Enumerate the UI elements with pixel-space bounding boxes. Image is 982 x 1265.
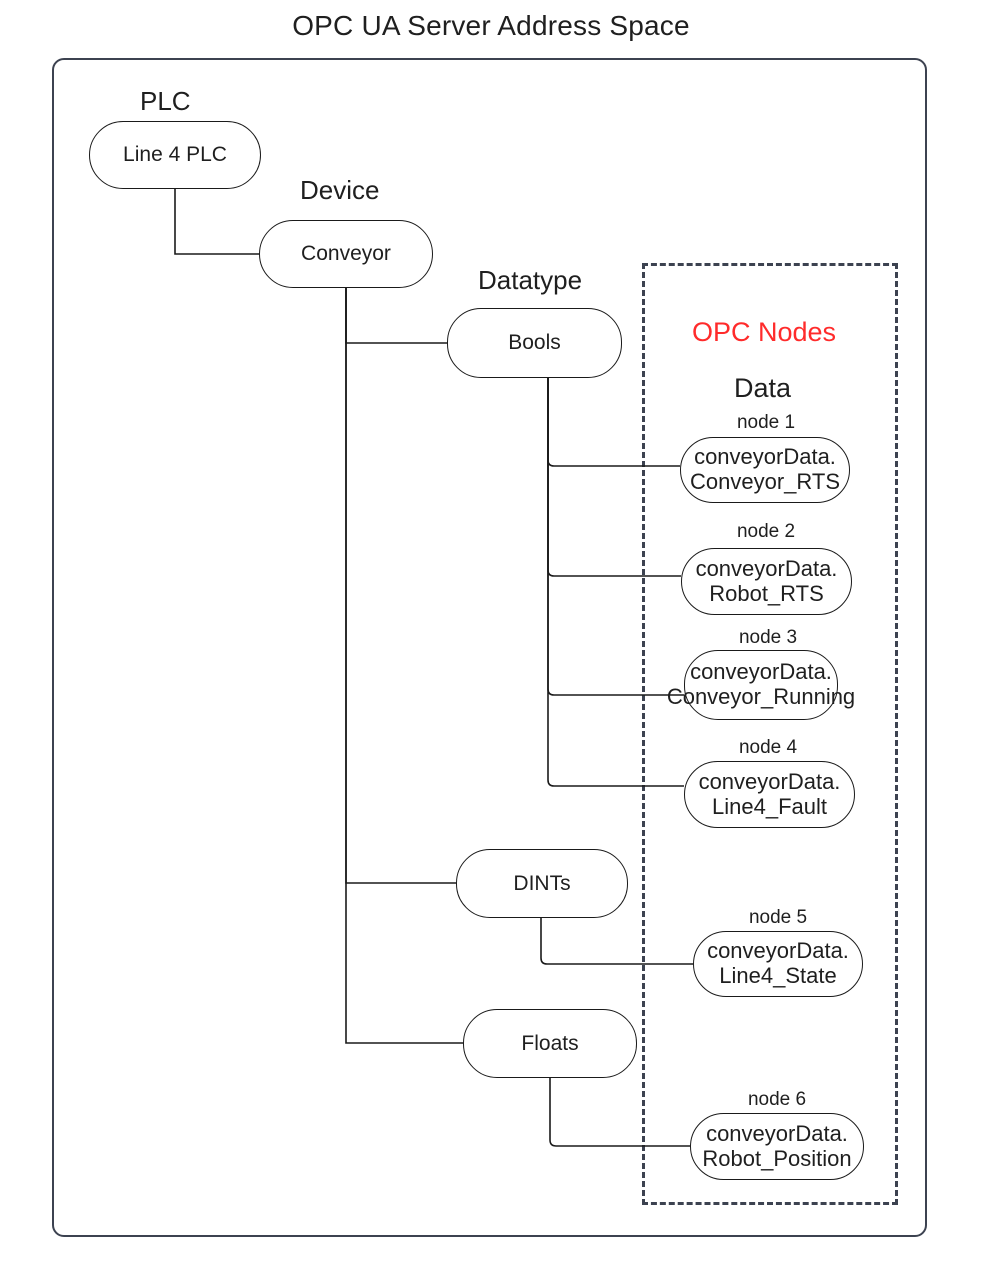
tree-node-dints[interactable]: DINTs bbox=[456, 849, 628, 918]
opc-node-tag: Conveyor_RTS bbox=[690, 469, 840, 494]
tree-node-label: DINTs bbox=[513, 871, 571, 895]
group-label-device: Device bbox=[300, 175, 380, 205]
opc-node-4[interactable]: conveyorData.Line4_Fault bbox=[684, 761, 855, 828]
address-space-frame bbox=[52, 58, 927, 1237]
opc-node-3[interactable]: conveyorData.Conveyor_Running bbox=[667, 650, 855, 720]
opc-node-prefix: conveyorData. bbox=[706, 1120, 848, 1146]
opc-node-caption-5: node 5 bbox=[748, 907, 808, 928]
opc-node-tag: Robot_RTS bbox=[709, 580, 824, 606]
tree-node-label: Bools bbox=[508, 331, 561, 355]
tree-node-label: Conveyor bbox=[301, 242, 391, 266]
group-label-plc: PLC bbox=[140, 86, 191, 116]
opc-node-text: conveyorData.Line4_Fault bbox=[698, 768, 841, 819]
opc-node-prefix: conveyorData. bbox=[707, 938, 849, 964]
opc-node-text: conveyorData.Robot_Position bbox=[702, 1120, 852, 1171]
opc-node-caption-3: node 3 bbox=[738, 627, 798, 648]
opc-node-5[interactable]: conveyorData.Line4_State bbox=[693, 931, 863, 997]
opc-node-1[interactable]: conveyorData.Conveyor_RTS bbox=[680, 437, 850, 503]
opc-node-text: conveyorData.Robot_RTS bbox=[695, 555, 838, 606]
tree-node-bools[interactable]: Bools bbox=[447, 308, 622, 378]
opc-nodes-heading: OPC Nodes bbox=[692, 317, 837, 347]
opc-node-caption-6: node 6 bbox=[747, 1089, 807, 1110]
opc-node-text: conveyorData.Conveyor_Running bbox=[667, 660, 855, 709]
opc-node-prefix: conveyorData. bbox=[690, 659, 832, 685]
page-title: OPC UA Server Address Space bbox=[292, 10, 690, 41]
opc-node-tag: Conveyor_Running bbox=[666, 684, 856, 709]
opc-node-prefix: conveyorData. bbox=[694, 444, 836, 470]
opc-node-caption-1: node 1 bbox=[736, 412, 796, 433]
opc-node-tag: Robot_Position bbox=[702, 1145, 852, 1171]
opc-node-caption-4: node 4 bbox=[738, 737, 798, 758]
opc-node-text: conveyorData.Conveyor_RTS bbox=[690, 445, 840, 494]
opc-node-text: conveyorData.Line4_State bbox=[707, 939, 849, 988]
opc-node-tag: Line4_State bbox=[719, 963, 837, 988]
opc-node-2[interactable]: conveyorData.Robot_RTS bbox=[681, 548, 852, 615]
tree-node-label: Line 4 PLC bbox=[123, 143, 227, 167]
tree-node-label: Floats bbox=[521, 1031, 579, 1055]
opc-node-caption-2: node 2 bbox=[736, 521, 796, 542]
data-heading: Data bbox=[734, 373, 792, 403]
opc-node-prefix: conveyorData. bbox=[698, 768, 841, 794]
group-label-datatype: Datatype bbox=[478, 265, 583, 295]
opc-node-tag: Line4_Fault bbox=[712, 793, 827, 819]
opc-node-6[interactable]: conveyorData.Robot_Position bbox=[690, 1113, 864, 1180]
tree-node-floats[interactable]: Floats bbox=[463, 1009, 637, 1078]
tree-node-plc[interactable]: Line 4 PLC bbox=[89, 121, 261, 189]
opc-nodes-dashed-frame bbox=[642, 263, 898, 1205]
opc-node-prefix: conveyorData. bbox=[695, 555, 838, 581]
tree-node-device[interactable]: Conveyor bbox=[259, 220, 433, 288]
